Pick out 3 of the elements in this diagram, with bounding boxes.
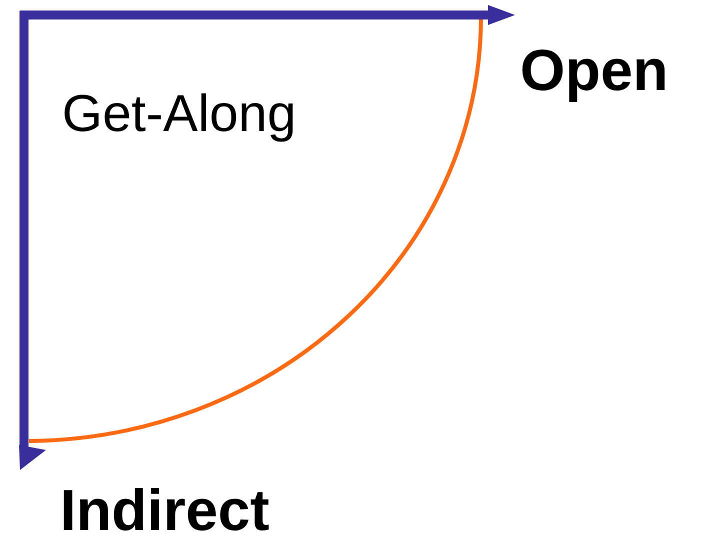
- axis-label: Open: [520, 42, 668, 100]
- quadrant-label: Get-Along: [62, 88, 296, 140]
- axis-label: Indirect: [60, 482, 270, 538]
